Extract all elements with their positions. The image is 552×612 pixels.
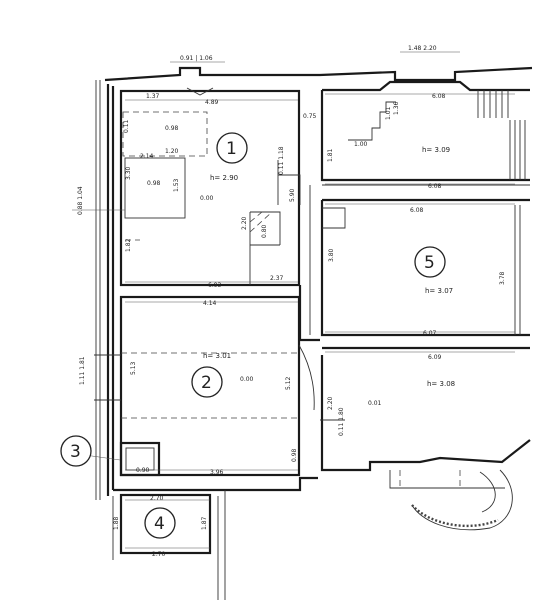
dim-r2-level: 0.00 — [240, 376, 254, 383]
dim-r3-090: 0.90 — [136, 467, 150, 474]
room-2-number: 2 — [201, 373, 212, 393]
dim-lr-001: 0.01 — [368, 400, 382, 407]
dim-r1-153: 1.53 — [173, 178, 180, 192]
dim-r4-top: 2.70 — [150, 495, 164, 502]
stair-room — [320, 80, 530, 186]
dim-lr-609: 6.09 — [428, 354, 442, 361]
dim-r2-513: 5.13 — [130, 361, 137, 375]
dim-r1-098b: 0.98 — [147, 180, 161, 187]
dim-top-right: 1.48 2.20 — [408, 45, 437, 52]
dim-r5-380: 3.80 — [328, 248, 335, 262]
room-2-marker — [191, 366, 223, 398]
dim-r1-182: 1.82 — [125, 238, 132, 252]
dim-r1-011: 0.11 — [123, 119, 130, 133]
dim-r2-512: 5.12 — [285, 376, 292, 390]
height-labels: h= 2.90 h= 3.09 h= 3.07 h= 3.01 h= 3.08 — [203, 146, 455, 388]
dimension-lines — [72, 51, 515, 549]
lower-right-height: h= 3.08 — [427, 380, 455, 388]
dim-r1-080: 0.80 — [261, 224, 268, 238]
room-markers: 1 5 2 3 4 — [60, 132, 446, 539]
r1-height: h= 2.90 — [210, 174, 238, 182]
outer-walls — [95, 66, 533, 500]
dim-stair-136: 1.36 — [393, 101, 400, 115]
stair-room-height: h= 3.09 — [422, 146, 450, 154]
dim-r1-width: 4.89 — [205, 99, 219, 106]
dim-r1-218: 0.11 1.18 — [278, 146, 285, 175]
dim-r4-bottom: 2.70 — [152, 551, 166, 558]
dim-r2-bottom: 3.96 — [210, 469, 224, 476]
dim-stair-101: 1.01 — [385, 106, 392, 120]
dim-r1-075: 0.75 — [303, 113, 317, 120]
dim-r1-330: 3.30 — [125, 166, 132, 180]
room-5-number: 5 — [424, 253, 435, 273]
dimension-labels: 0.91 | 1.06 1.48 2.20 4.89 1.37 0.98 1.2… — [77, 45, 506, 558]
room-1-marker — [216, 132, 248, 164]
dim-stair-608b: 6.08 — [428, 183, 442, 190]
dim-r1-590: 5.90 — [289, 188, 296, 202]
room-3-number: 3 — [70, 442, 81, 462]
dim-r1-bottom: 6.93 — [208, 282, 222, 289]
dim-r4-right: 1.87 — [201, 516, 208, 530]
dim-r1-214: 2.14 — [140, 153, 154, 160]
room-1-number: 1 — [226, 139, 237, 159]
dim-r1-220: 2.20 — [241, 216, 248, 230]
room-2 — [94, 295, 315, 477]
dim-r5-608: 6.08 — [410, 207, 424, 214]
corridor — [298, 185, 320, 342]
dim-r2-left: 1.11 1.81 — [79, 356, 86, 385]
dim-r1-left-small: 1.37 — [146, 93, 160, 100]
dim-r2-top: 4.14 — [203, 300, 217, 307]
room-3-marker — [60, 435, 92, 467]
dim-r4-left: 1.88 — [113, 516, 120, 530]
dim-r1-wc: 0.98 — [165, 125, 179, 132]
dim-left-wall: 0.88 1.04 — [77, 186, 84, 215]
room-5 — [320, 198, 530, 337]
dim-stair-100: 1.00 — [354, 141, 368, 148]
room-1 — [119, 87, 301, 287]
dim-stair-608a: 6.08 — [432, 93, 446, 100]
room-4-marker — [144, 507, 176, 539]
room-4 — [112, 490, 226, 600]
dim-top-left: 0.91 | 1.06 — [180, 55, 213, 62]
r2-height: h= 3.01 — [203, 352, 231, 360]
dim-level-000: 0.00 — [200, 195, 214, 202]
r5-height: h= 3.07 — [425, 287, 453, 295]
dim-r2-098: 0.98 — [291, 448, 298, 462]
room-5-marker — [414, 246, 446, 278]
dim-r5-607: 6.07 — [423, 330, 437, 337]
dim-stair-181: 1.81 — [327, 148, 334, 162]
dim-r5-378: 3.78 — [499, 271, 506, 285]
lower-right-room — [320, 346, 531, 531]
dim-r1-237: 2.37 — [270, 275, 284, 282]
dim-r1-120: 1.20 — [165, 148, 179, 155]
room-4-number: 4 — [154, 514, 165, 534]
dim-lr-220: 2.20 — [327, 396, 334, 410]
dim-lr-180: 0.11 1.80 — [338, 407, 345, 436]
